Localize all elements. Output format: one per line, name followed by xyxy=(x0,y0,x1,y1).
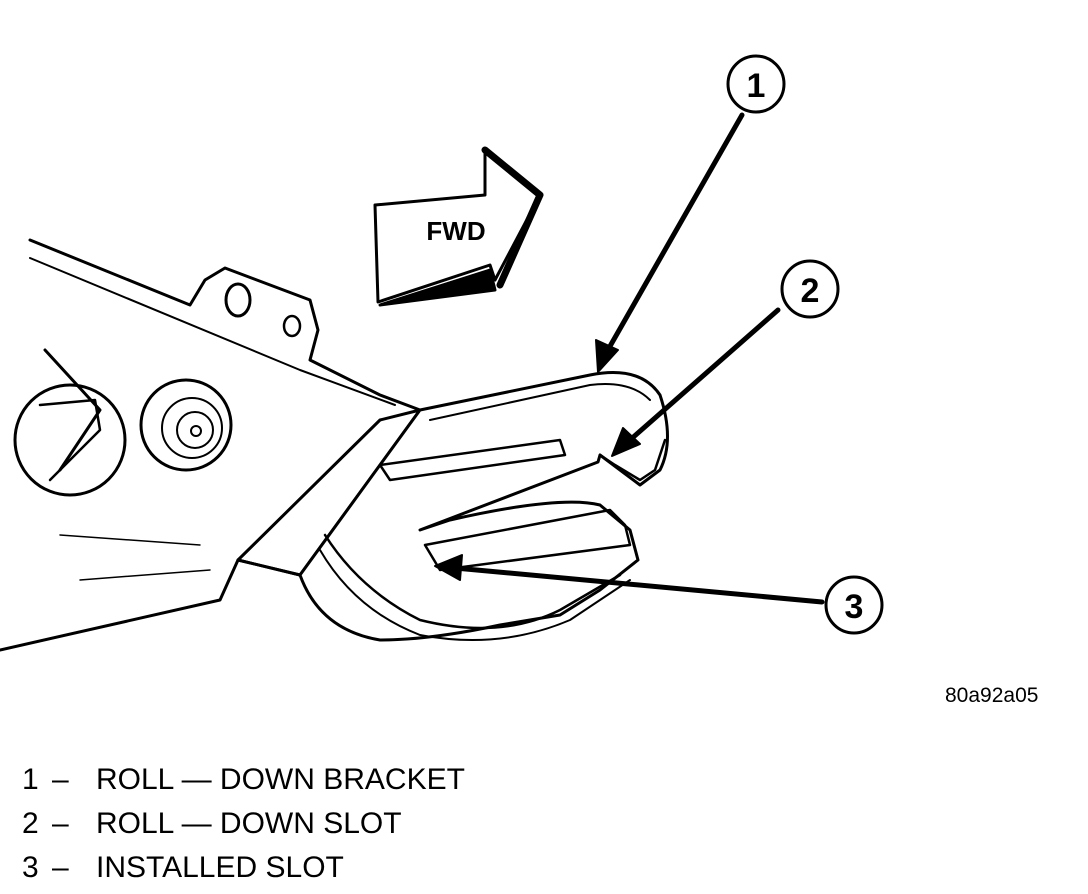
callout-leader-1 xyxy=(595,112,745,373)
legend-text: INSTALLED SLOT xyxy=(96,851,344,884)
roll-down-bracket xyxy=(298,371,669,642)
figure-id: 80a92a05 xyxy=(945,684,1039,707)
legend-item: 3–INSTALLED SLOT xyxy=(22,846,465,890)
legend: 1–ROLL — DOWN BRACKET 2–ROLL — DOWN SLOT… xyxy=(22,758,465,890)
fwd-label: FWD xyxy=(426,216,485,246)
callout-number-2: 2 xyxy=(801,272,820,310)
legend-separator: – xyxy=(52,851,69,884)
callout-number-1: 1 xyxy=(747,67,766,105)
legend-text: ROLL — DOWN SLOT xyxy=(96,807,402,840)
callout-leader-2 xyxy=(611,307,781,457)
seat-arm xyxy=(0,238,422,652)
callout-number-3: 3 xyxy=(845,588,864,626)
callout-leader-3 xyxy=(434,554,825,605)
legend-item: 1–ROLL — DOWN BRACKET xyxy=(22,758,465,802)
legend-text: ROLL — DOWN BRACKET xyxy=(96,763,465,796)
legend-separator: – xyxy=(52,763,69,796)
callout-circle-3 xyxy=(824,575,884,635)
callout-circle-2 xyxy=(780,259,840,319)
legend-number: 3 xyxy=(22,851,39,884)
roll-down-bracket-illustration: FWD 1 2 3 xyxy=(0,54,884,652)
legend-separator: – xyxy=(52,807,69,840)
callout-circle-1 xyxy=(726,54,786,114)
legend-number: 1 xyxy=(22,763,39,796)
forward-direction-arrow xyxy=(373,146,544,307)
legend-item: 2–ROLL — DOWN SLOT xyxy=(22,802,465,846)
legend-number: 2 xyxy=(22,807,39,840)
